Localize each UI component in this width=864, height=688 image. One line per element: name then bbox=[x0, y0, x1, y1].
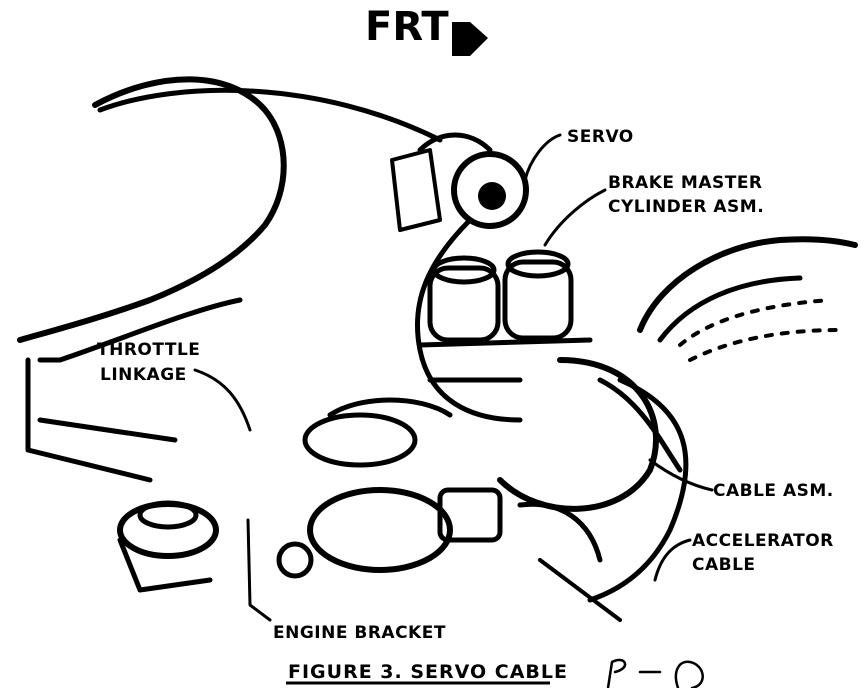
callout-engine-bracket: ENGINE BRACKET bbox=[273, 623, 446, 643]
egr-valve bbox=[117, 500, 219, 593]
callout-accelerator-line2: CABLE bbox=[692, 555, 756, 575]
front-direction-label: FRT bbox=[365, 4, 449, 50]
brake-master-cylinder bbox=[417, 249, 593, 348]
callout-throttle-line2: LINKAGE bbox=[100, 365, 187, 385]
leader-lines bbox=[193, 133, 714, 622]
callout-cable-asm: CABLE ASM. bbox=[713, 481, 834, 501]
callout-throttle-line1: THROTTLE bbox=[97, 340, 200, 360]
figure-caption: FIGURE 3. SERVO CABLE bbox=[288, 661, 568, 683]
fender-outline bbox=[17, 76, 443, 483]
cable-asm-routing bbox=[414, 217, 689, 622]
handwritten-note bbox=[606, 658, 704, 688]
front-arrow-icon bbox=[452, 22, 488, 56]
callout-accelerator-line1: ACCELERATOR bbox=[692, 531, 834, 551]
callout-brake-master-line1: BRAKE MASTER bbox=[608, 173, 763, 193]
callout-brake-master-line2: CYLINDER ASM. bbox=[608, 197, 764, 217]
callout-servo: SERVO bbox=[567, 127, 634, 147]
carburetor-assembly bbox=[276, 412, 603, 579]
servo-unit bbox=[390, 132, 529, 232]
tire-outline bbox=[637, 236, 858, 362]
